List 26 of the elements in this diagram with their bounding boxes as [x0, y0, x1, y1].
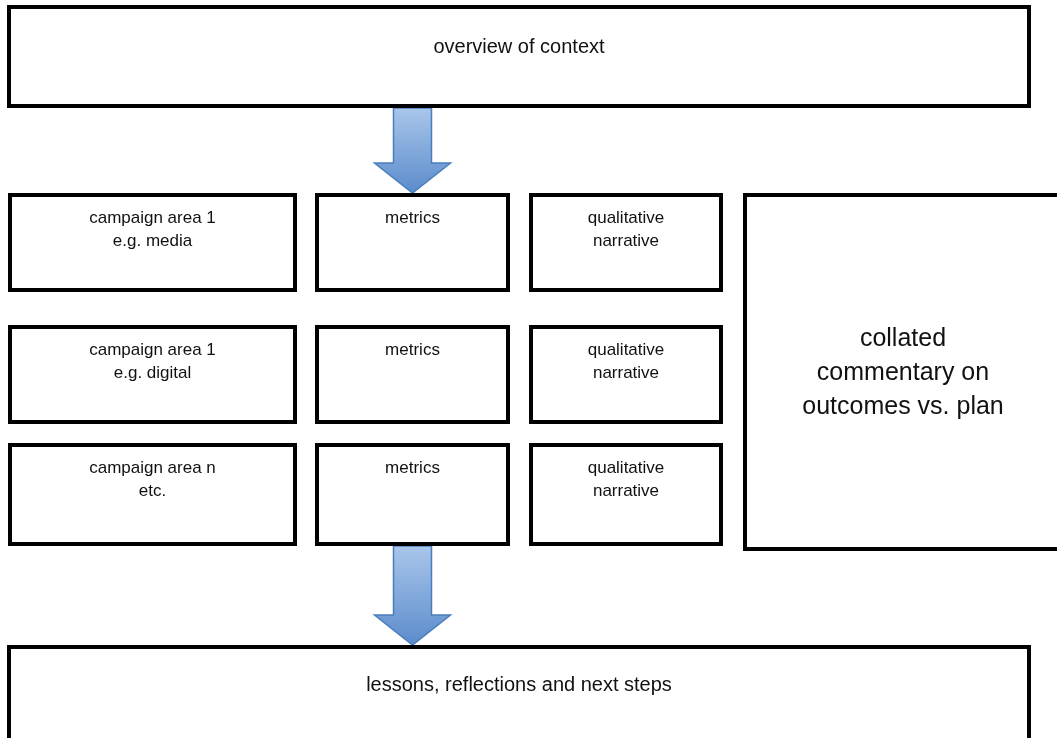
- box-text: qualitative narrative: [586, 207, 666, 252]
- text-box: [7, 5, 1031, 108]
- block-arrow: [372, 545, 453, 646]
- text-box: [8, 193, 297, 292]
- text-box: [315, 193, 510, 292]
- box-text: campaign area n etc.: [88, 457, 217, 502]
- text-box: [315, 443, 510, 546]
- block-arrow: [372, 107, 453, 194]
- text-box: [529, 193, 723, 292]
- text-box: [315, 325, 510, 424]
- box-text: metrics: [385, 339, 440, 361]
- box-text: lessons, reflections and next steps: [366, 672, 672, 697]
- box-text: overview of context: [433, 34, 605, 59]
- text-box: [529, 443, 723, 546]
- text-box: [529, 325, 723, 424]
- text-box: [8, 325, 297, 424]
- box-text: campaign area 1 e.g. media: [88, 207, 217, 252]
- text-box: [8, 443, 297, 546]
- box-text: qualitative narrative: [586, 457, 666, 502]
- box-text: campaign area 1 e.g. digital: [88, 339, 217, 384]
- text-box: [743, 193, 1057, 551]
- box-text: qualitative narrative: [586, 339, 666, 384]
- box-text: metrics: [385, 457, 440, 479]
- box-text: collated commentary on outcomes vs. plan: [801, 322, 1005, 421]
- box-text: metrics: [385, 207, 440, 229]
- text-box: [7, 645, 1031, 738]
